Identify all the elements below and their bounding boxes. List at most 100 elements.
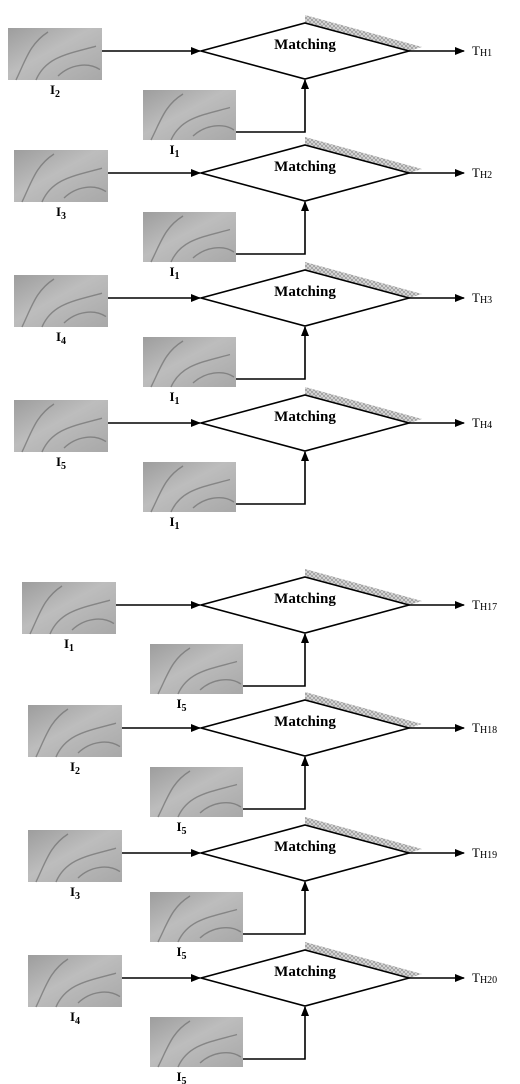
output-label-subscript: H3 [480, 295, 492, 306]
output-label-letter: T [472, 43, 480, 58]
reference-image-vein-1 [150, 465, 184, 513]
probe-image-vein-2 [49, 599, 111, 635]
output-label-subscript: H19 [480, 850, 497, 861]
probe-image-vein-2 [35, 45, 97, 81]
reference-image-label-letter: I [176, 944, 181, 959]
probe-image-label-subscript: 1 [69, 643, 74, 654]
reference-image-label: I5 [176, 944, 186, 962]
reference-arrow [243, 633, 309, 687]
matching-box-shadow [305, 692, 422, 728]
probe-image-fill [22, 582, 116, 634]
probe-image-label: I2 [50, 82, 60, 100]
reference-image-label: I1 [169, 264, 179, 282]
reference-arrow [236, 79, 309, 133]
probe-image-vein-1 [35, 833, 69, 883]
output-label: TH2 [472, 165, 492, 181]
reference-image-vein-1 [157, 770, 191, 818]
reference-image-label: I1 [169, 514, 179, 532]
reference-arrow [243, 881, 309, 935]
probe-image-fill [14, 400, 108, 452]
probe-image-label: I4 [56, 329, 66, 347]
probe-image-label-subscript: 4 [61, 336, 66, 347]
probe-image-vein-2 [41, 417, 103, 453]
probe-image-fill [8, 28, 102, 80]
reference-image [150, 767, 243, 818]
reference-image [143, 90, 236, 141]
probe-image-label: I3 [70, 884, 80, 902]
reference-image-label-subscript: 1 [175, 521, 180, 532]
probe-image-vein-3 [57, 64, 101, 77]
matching-box-shadow [305, 942, 422, 978]
matching-box-shadow [305, 569, 422, 605]
reference-image-vein-1 [157, 647, 191, 695]
output-label: TH19 [472, 845, 497, 861]
reference-image-label: I5 [176, 1069, 186, 1084]
reference-image-label-subscript: 5 [182, 703, 187, 714]
probe-image-fill [14, 275, 108, 327]
output-label: TH3 [472, 290, 492, 306]
reference-arrow [236, 451, 309, 505]
probe-image [8, 28, 102, 81]
matching-label: Matching [274, 159, 336, 175]
matching-label: Matching [274, 839, 336, 855]
reference-image-fill [150, 1017, 243, 1067]
reference-image-label-subscript: 1 [175, 396, 180, 407]
output-label-letter: T [472, 597, 480, 612]
reference-image-label-subscript: 5 [182, 951, 187, 962]
reference-image-vein-1 [157, 1020, 191, 1068]
probe-image-label: I5 [56, 454, 66, 472]
matching-label: Matching [274, 964, 336, 980]
reference-image-label-letter: I [176, 696, 181, 711]
matching-box-shadow [305, 817, 422, 853]
reference-image-vein-1 [150, 93, 184, 141]
reference-image [143, 462, 236, 513]
reference-image-label: I5 [176, 696, 186, 714]
reference-image-label: I1 [169, 142, 179, 160]
reference-image-vein-3 [192, 247, 235, 259]
probe-image-vein-2 [41, 167, 103, 203]
output-label-subscript: H17 [480, 602, 497, 613]
output-label: TH18 [472, 720, 497, 736]
reference-image-label: I1 [169, 389, 179, 407]
probe-image-vein-3 [71, 618, 115, 631]
reference-image-vein-2 [177, 908, 238, 943]
reference-image [150, 644, 243, 695]
output-label-letter: T [472, 290, 480, 305]
probe-image-label: I3 [56, 204, 66, 222]
output-label-letter: T [472, 970, 480, 985]
reference-image-fill [150, 892, 243, 942]
probe-image [28, 955, 122, 1008]
probe-image-label: I1 [64, 636, 74, 654]
reference-image-label-subscript: 5 [182, 1076, 187, 1084]
reference-image-fill [143, 337, 236, 387]
reference-image-vein-3 [192, 125, 235, 137]
output-label-subscript: H20 [480, 975, 497, 986]
probe-image-vein-2 [55, 722, 117, 758]
probe-image-fill [28, 830, 122, 882]
reference-image-vein-2 [177, 1033, 238, 1068]
output-label: TH17 [472, 597, 497, 613]
probe-image [14, 150, 108, 203]
reference-image-vein-1 [150, 215, 184, 263]
probe-image [22, 582, 116, 635]
probe-image-fill [14, 150, 108, 202]
probe-image-fill [28, 955, 122, 1007]
matching-label: Matching [274, 284, 336, 300]
reference-image-fill [143, 90, 236, 140]
reference-image-label-letter: I [169, 514, 174, 529]
reference-arrow [236, 326, 309, 380]
reference-image-fill [143, 462, 236, 512]
output-label: TH4 [472, 415, 492, 431]
probe-image-label-letter: I [50, 82, 55, 97]
probe-image-label-letter: I [70, 884, 75, 899]
reference-image [150, 1017, 243, 1068]
reference-image [150, 892, 243, 943]
probe-image-label-subscript: 2 [75, 766, 80, 777]
probe-image-vein-1 [21, 278, 55, 328]
reference-image-label-letter: I [169, 264, 174, 279]
probe-image-vein-3 [77, 991, 121, 1004]
reference-image-vein-3 [192, 497, 235, 509]
output-label-letter: T [472, 165, 480, 180]
probe-image-label-letter: I [56, 204, 61, 219]
